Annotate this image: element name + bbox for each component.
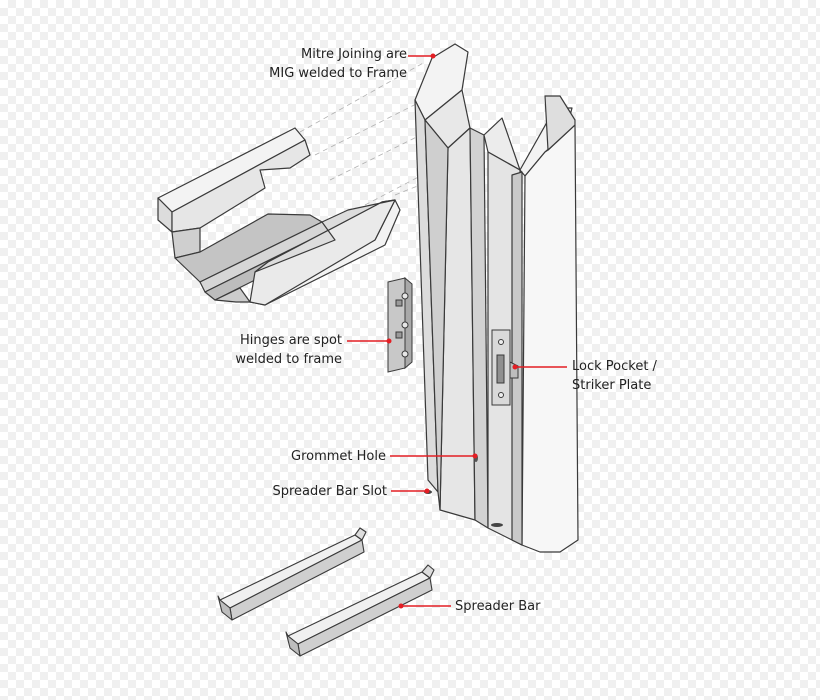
leader-lines [347,53,567,609]
hinge-jamb [414,43,489,529]
callout-hinges-line2: welded to frame [235,352,342,367]
callout-mitre-line1: Mitre Joining are [300,47,407,62]
callout-mitre-line2: MIG welded to Frame [269,66,407,81]
strike-jamb [483,95,579,553]
spreader-bar-upper [217,527,367,621]
callout-lock-line1: Lock Pocket / [572,359,657,374]
spreader-bar-lower [285,564,435,657]
callout-lock-line2: Striker Plate [572,378,652,393]
striker-plate [491,329,519,406]
callout-spreader-bar-slot: Spreader Bar Slot [272,484,387,499]
header-frame-piece [157,127,401,306]
callout-lock-pocket: Lock Pocket / Striker Plate [572,357,657,395]
callout-grommet-hole: Grommet Hole [291,449,386,464]
callout-hinges-line1: Hinges are spot [239,333,342,348]
hinge-set [387,276,413,373]
callout-mitre-joining: Mitre Joining are MIG welded to Frame [269,45,407,83]
callout-hinges: Hinges are spot welded to frame [235,331,342,369]
callout-spreader-bar: Spreader Bar [455,599,541,614]
